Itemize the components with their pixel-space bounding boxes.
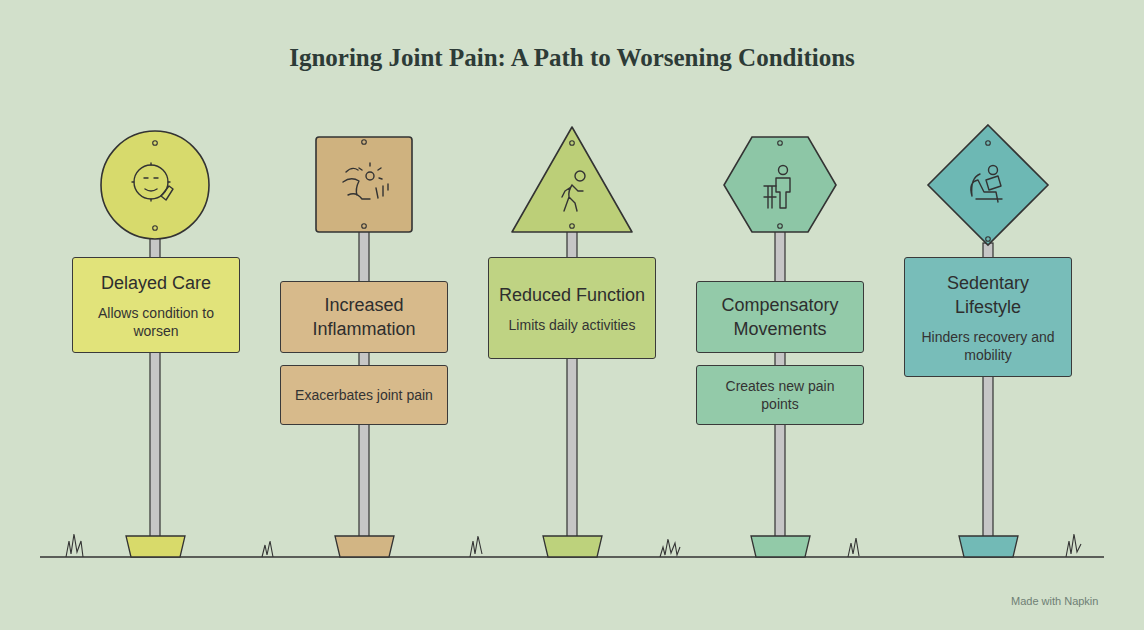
icon-stroke — [132, 163, 170, 201]
icon-stroke — [575, 171, 585, 181]
rivet — [570, 224, 575, 229]
sign-heading: Delayed Care — [101, 271, 211, 295]
pole-base — [751, 536, 810, 557]
rivet — [362, 224, 367, 229]
sign-caption: Limits daily activities — [509, 316, 636, 334]
grass-tuft — [660, 539, 680, 557]
sign-board: Creates new pain points — [696, 365, 864, 425]
rivet-group — [153, 140, 991, 422]
grass-tuft — [848, 538, 859, 557]
grass-tuft — [470, 536, 482, 557]
sign-caption: Exacerbates joint pain — [295, 386, 433, 404]
sign-caption: Creates new pain points — [705, 377, 855, 413]
pole-base — [543, 536, 602, 557]
grass-tuft — [1066, 534, 1081, 557]
clock-face-icon — [132, 163, 173, 201]
icon-stroke — [971, 174, 1002, 202]
sign-board: Exacerbates joint pain — [280, 365, 448, 425]
icon-stroke — [359, 163, 388, 198]
rivet — [153, 141, 158, 146]
sign-board: Delayed CareAllows condition to worsen — [72, 257, 240, 353]
inflamed-joint-icon — [343, 163, 388, 199]
diagram-title: Ignoring Joint Pain: A Path to Worsening… — [0, 44, 1144, 72]
icon-stroke — [776, 178, 790, 208]
diamond-sign — [928, 125, 1048, 245]
walking-person-icon — [562, 171, 585, 211]
rivet — [986, 141, 991, 146]
hexagon-sign — [724, 137, 836, 232]
rivet — [153, 226, 158, 231]
sign-board: Reduced FunctionLimits daily activities — [488, 257, 656, 359]
sign-board: Increased Inflammation — [280, 281, 448, 353]
rivet — [986, 237, 991, 242]
sign-heading: Reduced Function — [499, 283, 645, 307]
sign-heading: Increased Inflammation — [289, 293, 439, 341]
rivet — [778, 224, 783, 229]
pole-base — [126, 536, 185, 557]
icon-stroke — [343, 168, 370, 199]
triangle-sign — [512, 127, 632, 232]
grass-group — [66, 534, 1081, 557]
sign-caption: Hinders recovery and mobility — [913, 328, 1063, 364]
sign-board: Sedentary LifestyleHinders recovery and … — [904, 257, 1072, 377]
icon-stroke — [161, 186, 173, 200]
rivet — [362, 140, 367, 145]
icon-stroke — [144, 178, 158, 191]
sign-caption: Allows condition to worsen — [81, 304, 231, 340]
resting-person-icon — [971, 166, 1002, 203]
icon-stroke — [366, 172, 374, 180]
rivet — [778, 141, 783, 146]
pole-base — [959, 536, 1018, 557]
grass-tuft — [262, 541, 273, 557]
square-sign — [316, 137, 412, 232]
sign-board: Compensatory Movements — [696, 281, 864, 353]
icon-stroke — [989, 166, 998, 175]
cane-person-icon — [764, 166, 790, 209]
grass-tuft — [66, 534, 83, 557]
icon-stroke — [779, 166, 788, 175]
icon-stroke — [986, 176, 1001, 190]
sign-heading: Compensatory Movements — [705, 293, 855, 341]
round-sign — [101, 131, 209, 239]
icon-stroke — [562, 185, 583, 211]
watermark: Made with Napkin — [1011, 595, 1098, 607]
icon-stroke — [764, 186, 776, 208]
sign-heading: Sedentary Lifestyle — [913, 271, 1063, 319]
pole-base — [335, 536, 394, 557]
rivet — [570, 141, 575, 146]
